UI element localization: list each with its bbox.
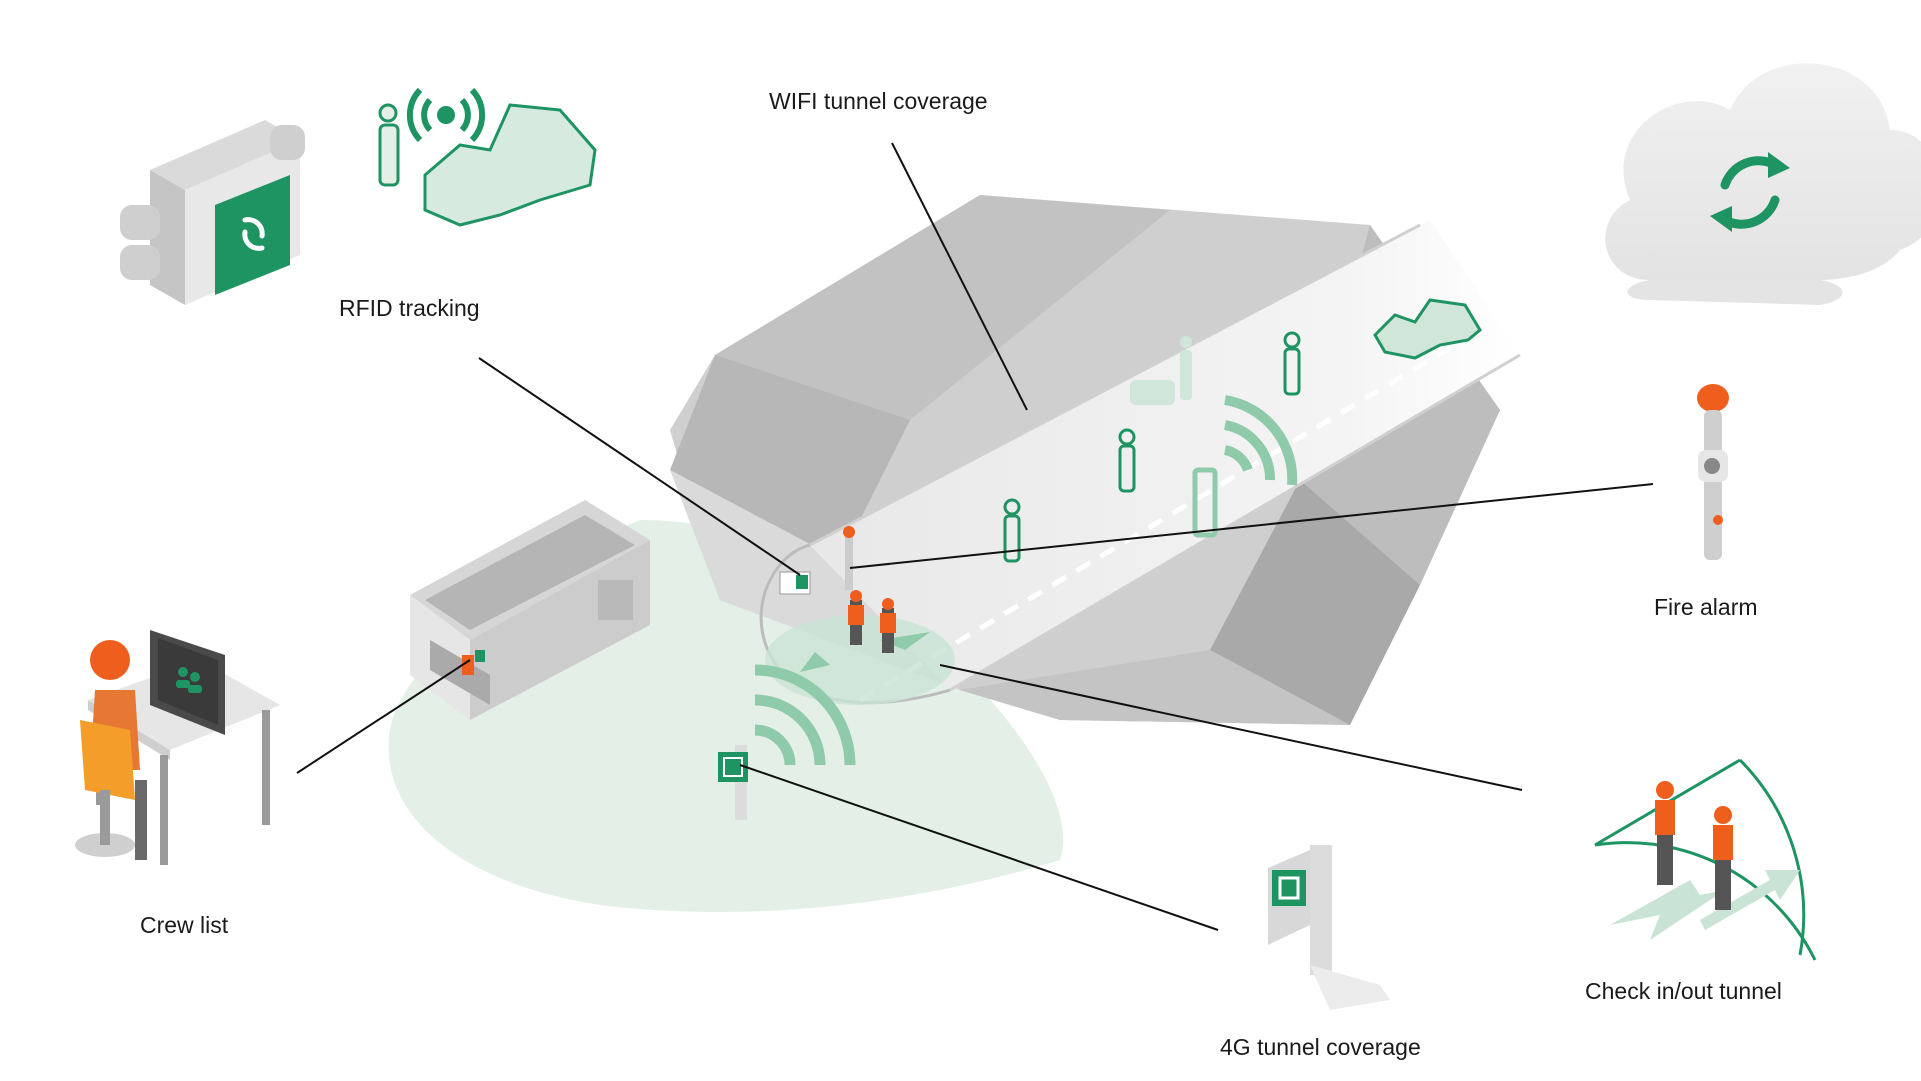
crew-icon bbox=[176, 667, 202, 693]
worker-figure-tunnel bbox=[848, 590, 896, 653]
fire-alarm-device bbox=[1697, 384, 1729, 560]
checkin-arrow-icon bbox=[800, 652, 830, 672]
connector-lines bbox=[296, 142, 1654, 931]
4g-signal-icon bbox=[754, 664, 856, 766]
checkin-worker-2 bbox=[1713, 806, 1733, 910]
tunnel-vehicle-outline bbox=[1373, 298, 1482, 360]
cloud-service bbox=[1605, 63, 1921, 305]
4g-device-inset bbox=[1268, 845, 1390, 1010]
control-building bbox=[410, 500, 650, 720]
label-crew-list: Crew list bbox=[140, 912, 229, 938]
rfid-reader-device bbox=[120, 120, 305, 305]
crew-workstation bbox=[75, 630, 280, 865]
label-4g-tunnel-coverage: 4G tunnel coverage bbox=[1220, 1034, 1421, 1060]
tunnel-faded-device bbox=[1130, 336, 1192, 405]
link-icon bbox=[242, 217, 265, 251]
label-fire-alarm: Fire alarm bbox=[1654, 594, 1758, 620]
rfid-signal-icon bbox=[406, 87, 486, 143]
checkin-worker-1 bbox=[1655, 781, 1675, 885]
label-check-in-out-tunnel: Check in/out tunnel bbox=[1585, 978, 1782, 1004]
checkin-inset bbox=[1594, 758, 1817, 961]
label-rfid-tracking: RFID tracking bbox=[339, 295, 480, 321]
tunnel-worker-outline bbox=[1003, 331, 1301, 563]
tunnel-wifi-signal-icon bbox=[1223, 395, 1298, 486]
rfid-worker-outline bbox=[378, 103, 400, 187]
rfid-vehicle-outline bbox=[423, 103, 597, 227]
label-wifi-tunnel-coverage: WIFI tunnel coverage bbox=[769, 88, 988, 114]
